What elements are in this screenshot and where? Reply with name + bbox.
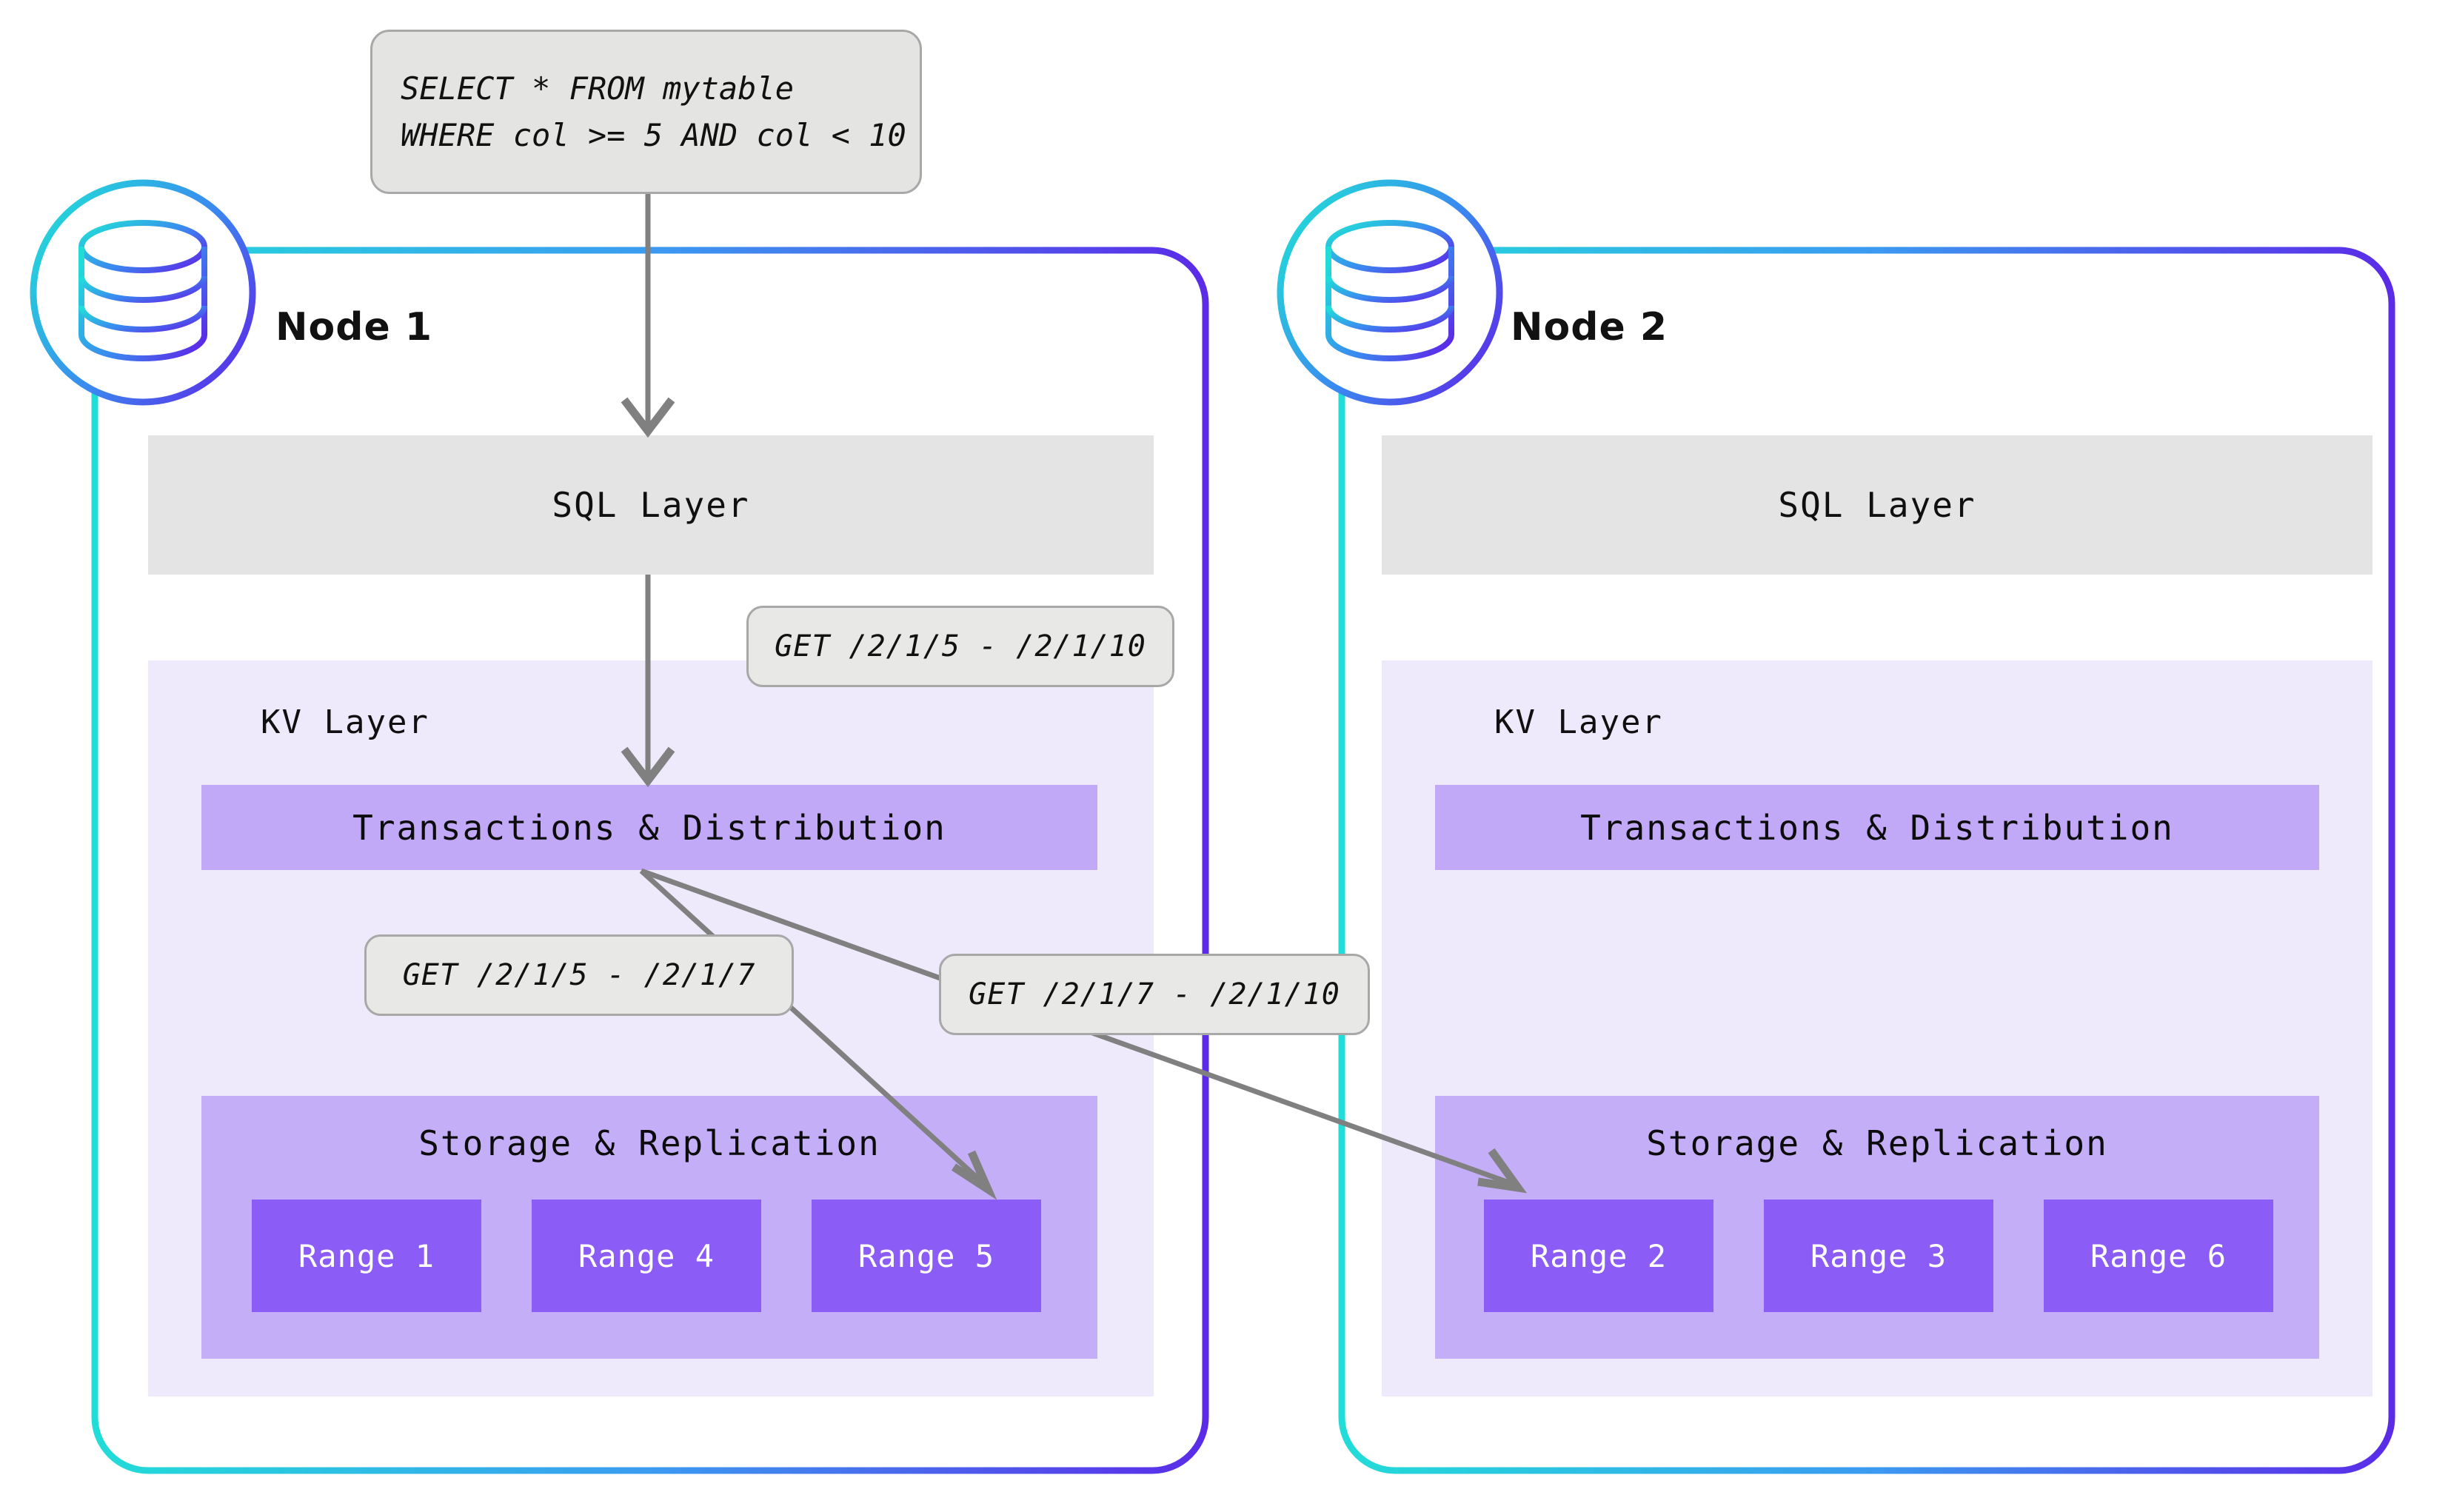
sql-layer-label: SQL Layer [552,485,750,525]
range-label: Range 6 [2090,1237,2227,1274]
range-box[interactable]: Range 1 [252,1200,481,1312]
range-label: Range 2 [1530,1237,1667,1274]
callout-to-range2: GET /2/1/7 - /2/1/10 [939,954,1370,1035]
kv-layer-label: KV Layer [1494,703,1663,741]
storage-label: Storage & Replication [1646,1123,2108,1163]
node-1-transactions-bar: Transactions & Distribution [201,785,1097,870]
range-box[interactable]: Range 3 [1764,1200,1993,1312]
sql-query-callout: SELECT * FROM mytable WHERE col >= 5 AND… [370,30,922,194]
storage-label: Storage & Replication [418,1123,880,1163]
range-box[interactable]: Range 5 [812,1200,1041,1312]
range-label: Range 1 [298,1237,435,1274]
kv-layer-label: KV Layer [261,703,429,741]
node-2-transactions-bar: Transactions & Distribution [1435,785,2319,870]
callout-text: GET /2/1/5 - /2/1/10 [775,629,1146,663]
sql-layer-label: SQL Layer [1778,485,1976,525]
range-box[interactable]: Range 2 [1484,1200,1713,1312]
sql-query-line-2: WHERE col >= 5 AND col < 10 [401,117,906,153]
transactions-label: Transactions & Distribution [352,807,946,848]
callout-sql-to-kv: GET /2/1/5 - /2/1/10 [746,606,1174,687]
range-box[interactable]: Range 6 [2044,1200,2273,1312]
node-1-sql-layer: SQL Layer [148,435,1154,575]
database-icon [1325,220,1454,361]
node-1-badge-circle [30,179,256,406]
callout-to-range5: GET /2/1/5 - /2/1/7 [364,934,794,1016]
sql-query-line-1: SELECT * FROM mytable [401,70,795,107]
node-2-title: Node 2 [1511,305,1668,349]
range-box[interactable]: Range 4 [532,1200,761,1312]
range-label: Range 3 [1810,1237,1947,1274]
node-2-badge-circle [1277,179,1503,406]
node-1-title: Node 1 [275,305,433,349]
database-icon [78,220,207,361]
node-2-sql-layer: SQL Layer [1382,435,2373,575]
range-label: Range 5 [857,1237,994,1274]
range-label: Range 4 [578,1237,715,1274]
arrowhead-query-to-sql [621,397,675,438]
transactions-label: Transactions & Distribution [1580,807,2174,848]
callout-text: GET /2/1/7 - /2/1/10 [969,977,1340,1011]
callout-text: GET /2/1/5 - /2/1/7 [402,958,756,992]
